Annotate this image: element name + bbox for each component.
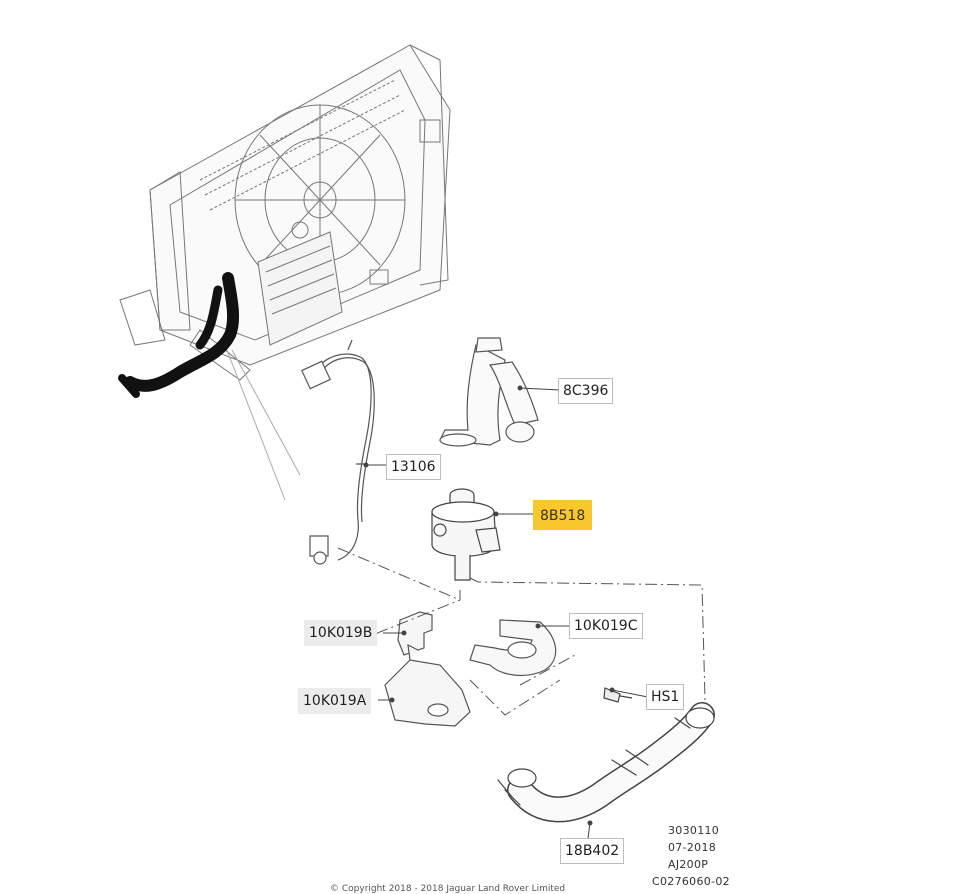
callout-8c396: 8C396 — [558, 378, 614, 404]
auxiliary-water-pump — [431, 488, 501, 581]
wiring-harness — [301, 339, 375, 565]
clamp-10k019c — [469, 619, 557, 677]
callout-10k019c: 10K019C — [569, 613, 643, 639]
copyright-notice: © Copyright 2018 - 2018 Jaguar Land Rove… — [330, 884, 566, 894]
illustration-reference: 3030110 07-2018 AJ200P C0276060-02 — [652, 822, 730, 890]
upper-coolant-pipe — [439, 337, 539, 447]
reference-date: 07-2018 — [668, 841, 717, 854]
callout-13106: 13106 — [386, 454, 441, 480]
callout-hs1: HS1 — [646, 684, 685, 710]
reference-code: 3030110 — [668, 824, 720, 837]
radiator-hoses — [118, 272, 240, 398]
screw-hs1 — [603, 687, 633, 703]
reference-id: C0276060-02 — [652, 875, 730, 888]
radiator-assembly — [119, 44, 451, 381]
bracket-10k019a — [384, 643, 471, 727]
callout-8b518: 8B518 — [533, 500, 593, 530]
bracket-10k019b — [397, 611, 433, 656]
callout-10k019b: 10K019B — [304, 620, 378, 646]
callout-18b402: 18B402 — [560, 838, 625, 864]
callout-10k019a: 10K019A — [298, 688, 372, 714]
lower-coolant-hose — [497, 702, 715, 823]
reference-engine: AJ200P — [668, 858, 709, 871]
